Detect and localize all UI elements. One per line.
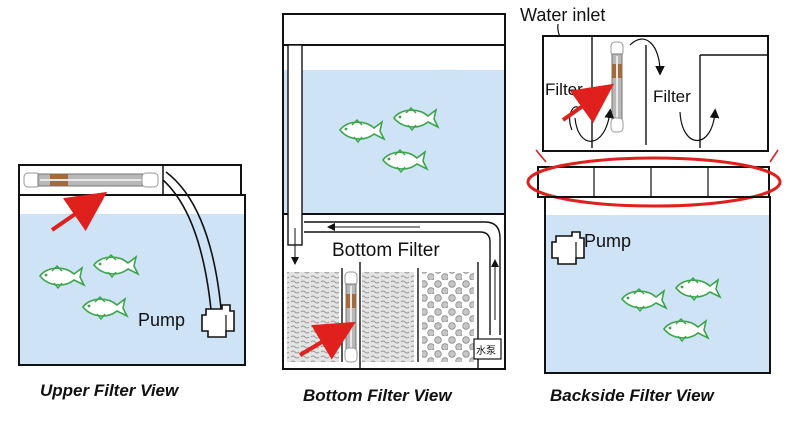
- upper-red-arrow: [50, 191, 108, 232]
- bottom-tank: [282, 13, 506, 370]
- bottom-red-arrow: [298, 321, 356, 360]
- water-inlet-label: Water inlet: [520, 5, 605, 25]
- bottom-filter-label: Bottom Filter: [332, 240, 440, 261]
- return-pipe-inner: [304, 231, 491, 335]
- upper-filter-view: Pump Upper Filter View: [18, 164, 246, 400]
- upper-hose-outer: [165, 171, 223, 321]
- backside-filter-label-left: Filter: [545, 80, 583, 99]
- backside-lid: [537, 166, 770, 198]
- sponge-media-middle: [362, 272, 414, 362]
- bottom-water-surface: [283, 69, 505, 85]
- flow-arrow-over: [629, 38, 665, 76]
- bio-ball-media: [422, 272, 474, 362]
- bottom-caption: Bottom Filter View: [303, 386, 453, 405]
- flow-arrow-u-right: [679, 108, 720, 141]
- overflow-pipe: [287, 44, 303, 246]
- lid-highlight-ellipse: [526, 156, 782, 208]
- connector-line-right: [769, 149, 779, 163]
- upper-pump-label: Pump: [138, 310, 185, 330]
- bottom-pump-label: 水泵: [476, 345, 496, 357]
- backside-tank: [544, 196, 771, 374]
- upper-caption: Upper Filter View: [40, 381, 180, 400]
- return-pipe-outer: [304, 221, 501, 335]
- upper-tank-water: [19, 214, 245, 365]
- upper-hose-inner: [162, 179, 213, 321]
- backside-water-surface: [545, 218, 770, 230]
- connector-line-left: [535, 149, 547, 163]
- bottom-pump-box: [473, 338, 502, 360]
- backside-pump-label: Pump: [584, 231, 631, 251]
- backside-red-arrow: [561, 83, 615, 124]
- backside-uv-sterilizer: [610, 41, 624, 133]
- bottom-filter-view: Bottom Filter 水泵 Bottom Filter View: [282, 13, 506, 405]
- bottom-tank-water: [283, 70, 505, 214]
- backside-filter-view: Water inlet Filter Filter Pump Bac: [520, 5, 782, 405]
- upper-uv-sterilizer: [23, 172, 159, 188]
- backside-caption: Backside Filter View: [550, 386, 716, 405]
- bottom-uv-sterilizer: [344, 271, 358, 363]
- backside-filter-label-right: Filter: [653, 87, 691, 106]
